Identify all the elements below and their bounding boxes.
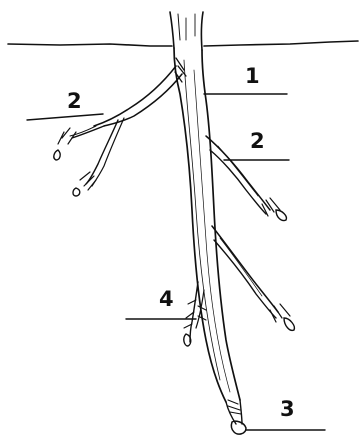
leader-lines [27, 94, 325, 430]
label-lateral-root-left: 2 [67, 89, 82, 113]
lateral-root-right-lower [212, 226, 294, 330]
root-tip-cap [226, 400, 246, 434]
main-root [174, 48, 240, 402]
stem [170, 12, 203, 50]
label-root-tip: 3 [280, 397, 295, 421]
lateral-root-left [54, 66, 182, 196]
label-main-root: 1 [245, 64, 260, 88]
root-hairs [184, 282, 206, 346]
label-root-hairs: 4 [159, 287, 174, 311]
lateral-root-right-upper [206, 136, 286, 221]
label-lateral-root-right: 2 [250, 129, 265, 153]
leader-line-2-left [27, 114, 103, 120]
soil-surface-line [8, 41, 358, 46]
